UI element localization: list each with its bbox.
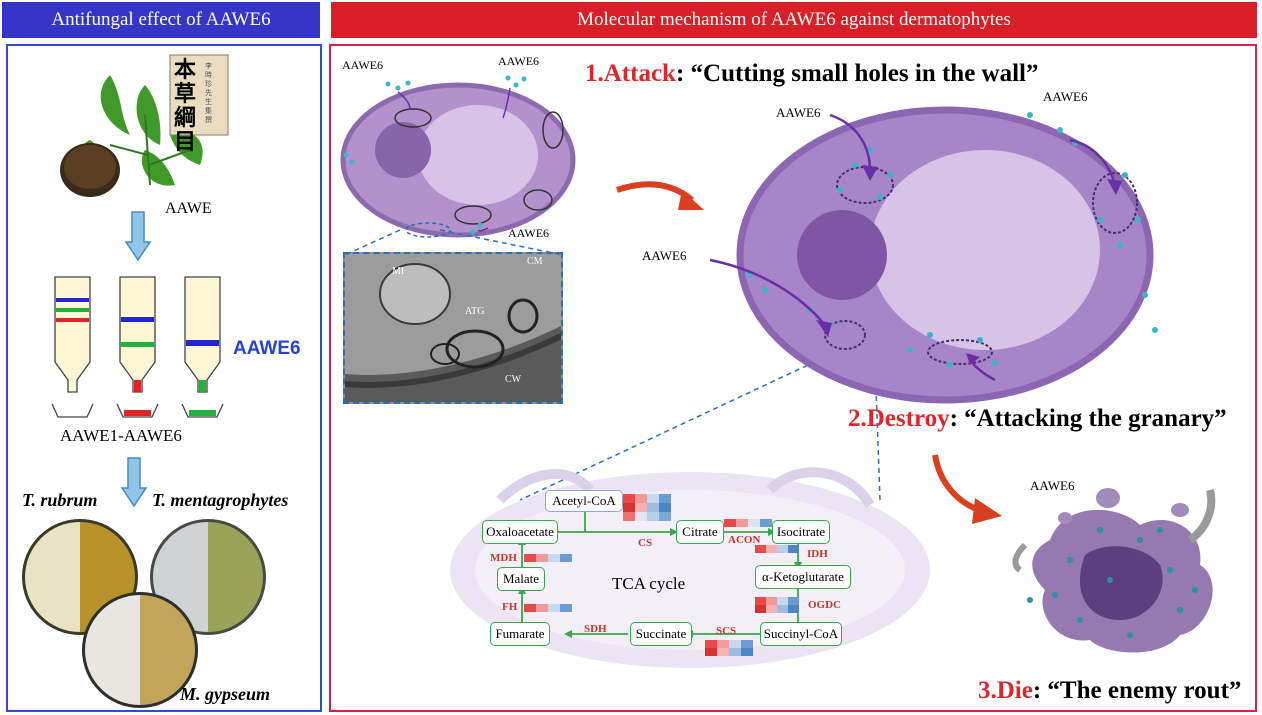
- aawe6-label-1: AAWE6: [342, 58, 384, 72]
- stage-2-keyword: Destroy: [866, 405, 950, 432]
- large-fungal-cell: [709, 106, 1158, 404]
- heatmap-aconitase: [724, 519, 772, 527]
- left-panel: [6, 44, 322, 712]
- tca-succinate: Succinate: [630, 622, 692, 646]
- fractions-label: AAWE1-AAWE6: [60, 426, 182, 445]
- right-header: Molecular mechanism of AAWE6 against der…: [331, 2, 1257, 38]
- fraction-label: AAWE6: [233, 338, 301, 359]
- heatmap-scs: [705, 640, 753, 656]
- extract-label: AAWE: [165, 200, 212, 217]
- tca-malate: Malate: [497, 567, 545, 591]
- tca-isocitrate: Isocitrate: [772, 520, 830, 544]
- stage-3-title: 3.Die: “The enemy rout”: [978, 677, 1241, 705]
- enzyme-scs: SCS: [716, 625, 737, 637]
- aawe6-label-4: AAWE6: [776, 105, 821, 120]
- heatmap-ogdc: [755, 597, 799, 613]
- enzyme-idh: IDH: [807, 548, 828, 560]
- dead-fungal-cell: [1012, 488, 1216, 653]
- culture-plates: [22, 519, 266, 708]
- stage-3-quote: : “The enemy rout”: [1032, 677, 1242, 704]
- enzyme-cs: CS: [638, 537, 653, 549]
- tca-center-label: TCA cycle: [612, 574, 686, 593]
- stage-2-num: 2.: [848, 405, 867, 432]
- right-header-title: Molecular mechanism of AAWE6 against der…: [577, 9, 1011, 30]
- red-arrow-2: [932, 454, 1002, 524]
- enzyme-acon: ACON: [728, 534, 761, 546]
- down-arrow-1: [124, 211, 152, 262]
- heatmap-idh: [755, 545, 799, 553]
- stage-1-keyword: Attack: [603, 60, 676, 87]
- tem-label-cm: CM: [527, 256, 543, 267]
- tca-citrate: Citrate: [676, 520, 724, 544]
- aawe6-label-2: AAWE6: [498, 54, 540, 68]
- tca-fumarate: Fumarate: [490, 622, 550, 646]
- book-subtitle: 李時珍先生集撰: [205, 62, 212, 124]
- stage-3-keyword: Die: [996, 677, 1033, 704]
- stage-2-title: 2.Destroy: “Attacking the granary”: [848, 405, 1227, 433]
- tca-oxaloacetate: Oxaloacetate: [482, 520, 558, 544]
- left-header-title: Antifungal effect of AAWE6: [51, 9, 271, 30]
- stage-1-title: 1.Attack: “Cutting small holes in the wa…: [585, 60, 1039, 88]
- left-header: Antifungal effect of AAWE6: [2, 2, 320, 38]
- heatmap-mdh: [524, 554, 572, 562]
- aawe6-label-6: AAWE6: [642, 248, 687, 263]
- species-label-2: T. mentagrophytes: [152, 490, 289, 510]
- tem-label-cw: CW: [505, 374, 522, 385]
- tca-alpha-ketoglutarate: α-Ketoglutarate: [755, 565, 851, 589]
- tem-micrograph: [343, 252, 563, 404]
- aawe6-label-5: AAWE6: [1043, 89, 1088, 104]
- enzyme-sdh: SDH: [584, 623, 607, 635]
- aawe6-label-3: AAWE6: [508, 226, 550, 240]
- heatmap-cs: [623, 494, 671, 521]
- species-label-3: M. gypseum: [180, 684, 270, 704]
- enzyme-fh: FH: [502, 601, 518, 613]
- red-arrow-1: [616, 181, 704, 210]
- enzyme-mdh: MDH: [490, 552, 517, 564]
- aawe6-label-7: AAWE6: [1030, 478, 1075, 493]
- stage-1-num: 1.: [585, 60, 604, 87]
- enzyme-ogdc: OGDC: [808, 599, 841, 611]
- book-title: 本草綱目: [174, 57, 197, 155]
- small-fungal-cell: [340, 75, 576, 238]
- species-label-1: T. rubrum: [22, 490, 98, 510]
- column-chromatography: [51, 276, 224, 418]
- down-arrow-2: [120, 457, 148, 508]
- tca-acetyl-coa: Acetyl-CoA: [545, 490, 623, 512]
- tem-label-mi: MI: [392, 266, 405, 277]
- stage-2-quote: : “Attacking the granary”: [949, 405, 1227, 432]
- heatmap-fh: [524, 604, 572, 612]
- stage-1-quote: : “Cutting small holes in the wall”: [675, 60, 1039, 87]
- stage-3-num: 3.: [978, 677, 997, 704]
- right-panel: [329, 44, 1257, 712]
- tca-succinyl-coa: Succinyl-CoA: [760, 622, 842, 646]
- plant-illustration: [60, 54, 229, 197]
- tem-label-atg: ATG: [465, 306, 485, 317]
